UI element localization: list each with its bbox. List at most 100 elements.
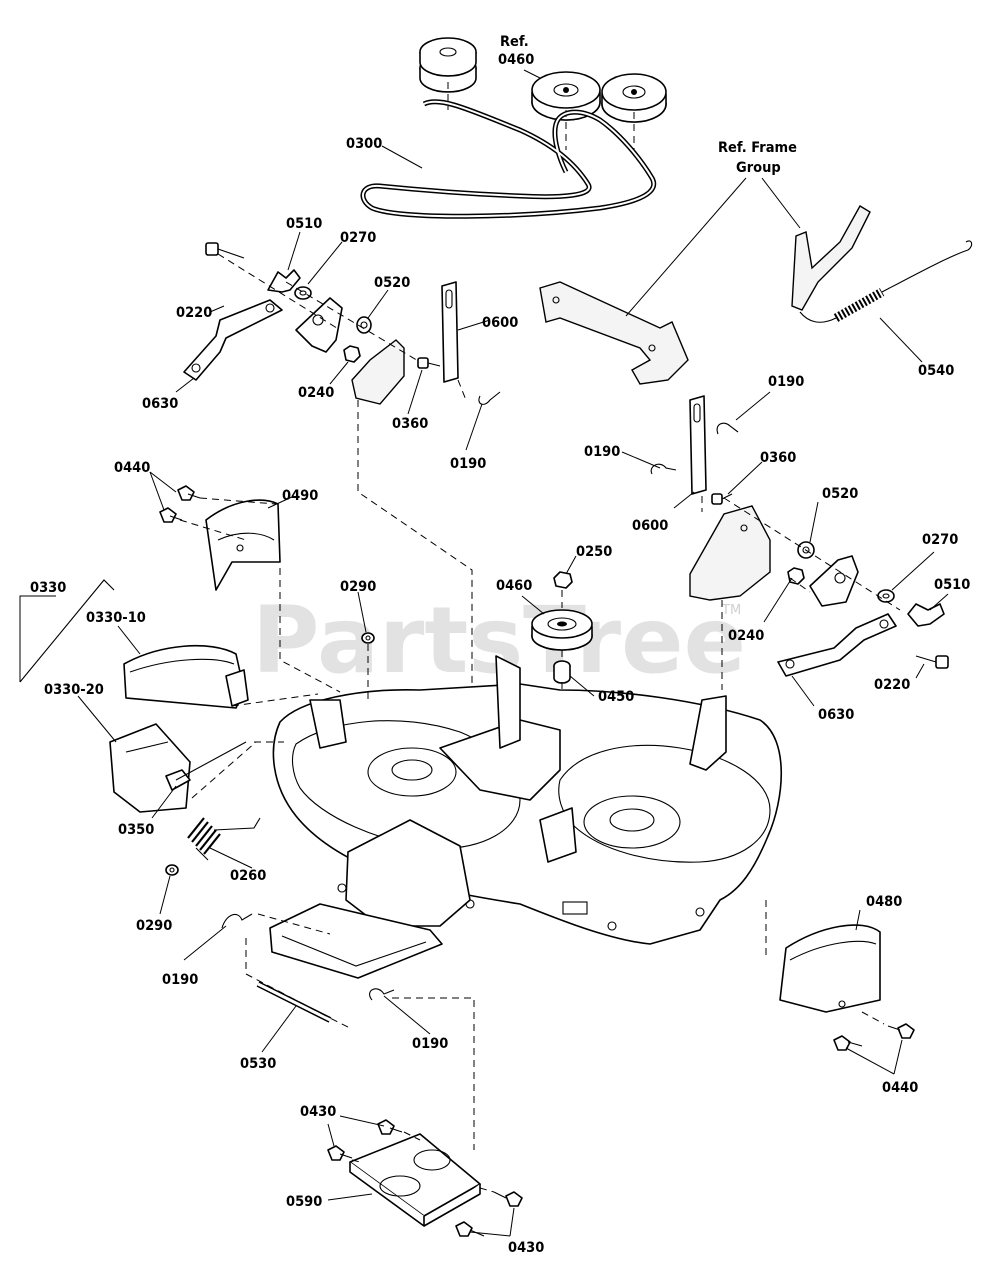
label-0220-left: 0220	[176, 305, 212, 321]
discharge-chute-0330-20[interactable]	[109, 723, 191, 813]
label-ref-0460-b: 0460	[498, 52, 534, 68]
screw-0430-top-b[interactable]	[327, 1145, 353, 1161]
label-0590: 0590	[286, 1194, 322, 1210]
label-0520-right: 0520	[822, 486, 858, 502]
screw-0440-bottom-a[interactable]	[887, 1023, 915, 1039]
washer-0270-right[interactable]	[877, 589, 895, 603]
label-0360-left: 0360	[392, 416, 428, 432]
hairpin-0190-bottom-right[interactable]	[369, 988, 395, 1001]
label-0360-right: 0360	[760, 450, 796, 466]
wing-nut-0510-left[interactable]	[267, 269, 301, 293]
label-0520-left: 0520	[374, 275, 410, 291]
label-0220-right: 0220	[874, 677, 910, 693]
idler-arm-0630-right[interactable]	[777, 613, 897, 677]
label-0350: 0350	[118, 822, 154, 838]
label-ref-frame-a: Ref. Frame	[718, 140, 797, 156]
watermark-trademark: TM	[721, 603, 741, 618]
spacer-0450[interactable]	[553, 660, 571, 684]
hairpin-0190-right-upper[interactable]	[716, 422, 739, 435]
label-0270-right: 0270	[922, 532, 958, 548]
label-0190-right-a: 0190	[768, 374, 804, 390]
label-0330: 0330	[30, 580, 66, 596]
hex-nut-0240-left[interactable]	[343, 345, 361, 363]
label-0190-top: 0190	[450, 456, 486, 472]
label-0240-right: 0240	[728, 628, 764, 644]
label-0460-center: 0460	[496, 578, 532, 594]
label-0510-right: 0510	[934, 577, 970, 593]
washer-0520-left[interactable]	[356, 316, 372, 334]
hairpin-0190-right-lower[interactable]	[650, 463, 677, 475]
idler-pulley-0460[interactable]	[531, 609, 593, 651]
screw-0430-bottom-b[interactable]	[455, 1221, 485, 1237]
leader-lines	[19, 69, 949, 1237]
mount-bracket-left	[351, 339, 405, 405]
label-0430-top: 0430	[300, 1104, 336, 1120]
adjust-link-0600-right[interactable]	[689, 395, 707, 495]
deck-hitch-bracket	[269, 819, 471, 979]
hex-nut-0250[interactable]	[553, 571, 573, 589]
mule-pulley[interactable]	[601, 73, 667, 123]
label-0190-bottom-right: 0190	[412, 1036, 448, 1052]
torsion-spring-0260[interactable]	[187, 817, 261, 861]
mount-plate-0590[interactable]	[349, 1133, 481, 1227]
mount-bracket-right	[689, 505, 771, 601]
label-ref-0460-a: Ref.	[500, 34, 529, 50]
idler-bracket-left[interactable]	[295, 297, 343, 353]
label-0240-left: 0240	[298, 385, 334, 401]
frame-group-bracket	[539, 281, 689, 385]
screw-0440-top-a[interactable]	[177, 485, 201, 501]
label-0540: 0540	[918, 363, 954, 379]
label-0630-left: 0630	[142, 396, 178, 412]
label-0190-bottom-left: 0190	[162, 972, 198, 988]
hairpin-0190-top[interactable]	[478, 391, 501, 405]
screw-0440-bottom-b[interactable]	[833, 1035, 863, 1051]
torsion-spring-rod-0350[interactable]	[165, 741, 247, 791]
spring-cable-0540[interactable]	[799, 240, 973, 323]
label-0490: 0490	[282, 488, 318, 504]
shoulder-bolt-0360-right[interactable]	[711, 493, 733, 505]
label-0440-top: 0440	[114, 460, 150, 476]
engine-pulley-stack[interactable]	[419, 37, 477, 93]
label-0440-bottom: 0440	[882, 1080, 918, 1096]
idler-arm-0630-left[interactable]	[183, 299, 283, 381]
label-0290-center: 0290	[340, 579, 376, 595]
belt-shield-0480[interactable]	[779, 924, 881, 1013]
screw-0440-top-b[interactable]	[159, 507, 183, 523]
label-0330-10: 0330-10	[86, 610, 146, 626]
label-0330-20: 0330-20	[44, 682, 104, 698]
label-0510-left: 0510	[286, 216, 322, 232]
frame-lever-rod	[791, 205, 871, 311]
label-0480: 0480	[866, 894, 902, 910]
carriage-bolt-0220-right[interactable]	[915, 655, 949, 669]
label-0300: 0300	[346, 136, 382, 152]
adjust-link-0600-top[interactable]	[441, 281, 459, 383]
label-ref-frame-b: Group	[736, 160, 781, 176]
wing-nut-0510-right[interactable]	[907, 603, 945, 627]
screw-0430-bottom-a[interactable]	[493, 1191, 523, 1207]
washer-0290-left[interactable]	[165, 864, 179, 876]
hitch-rod-0530[interactable]	[256, 981, 332, 1023]
label-0600-top: 0600	[482, 315, 518, 331]
label-0600-right: 0600	[632, 518, 668, 534]
deck-drive-belt-0300[interactable]	[360, 99, 657, 219]
part-labels: Ref. 0460 0300 Ref. Frame Group 0510 027…	[30, 34, 970, 1256]
label-0430-bottom: 0430	[508, 1240, 544, 1256]
screw-0430-top-a[interactable]	[377, 1119, 403, 1135]
label-0630-right: 0630	[818, 707, 854, 723]
mulch-cover-0330-10[interactable]	[123, 644, 249, 709]
deflector-assy-bracket	[19, 579, 115, 683]
carriage-bolt-0220-left[interactable]	[205, 242, 245, 259]
label-0190-right-b: 0190	[584, 444, 620, 460]
shoulder-bolt-0360-left[interactable]	[417, 357, 441, 369]
label-0290-left: 0290	[136, 918, 172, 934]
label-0260: 0260	[230, 868, 266, 884]
idler-bracket-right[interactable]	[809, 555, 859, 607]
label-0270-left: 0270	[340, 230, 376, 246]
washer-0290-center[interactable]	[361, 632, 375, 644]
hairpin-0190-bottom-left[interactable]	[221, 913, 253, 929]
label-0250: 0250	[576, 544, 612, 560]
label-0450: 0450	[598, 689, 634, 705]
label-0530: 0530	[240, 1056, 276, 1072]
belt-cover-0490[interactable]	[205, 499, 281, 591]
